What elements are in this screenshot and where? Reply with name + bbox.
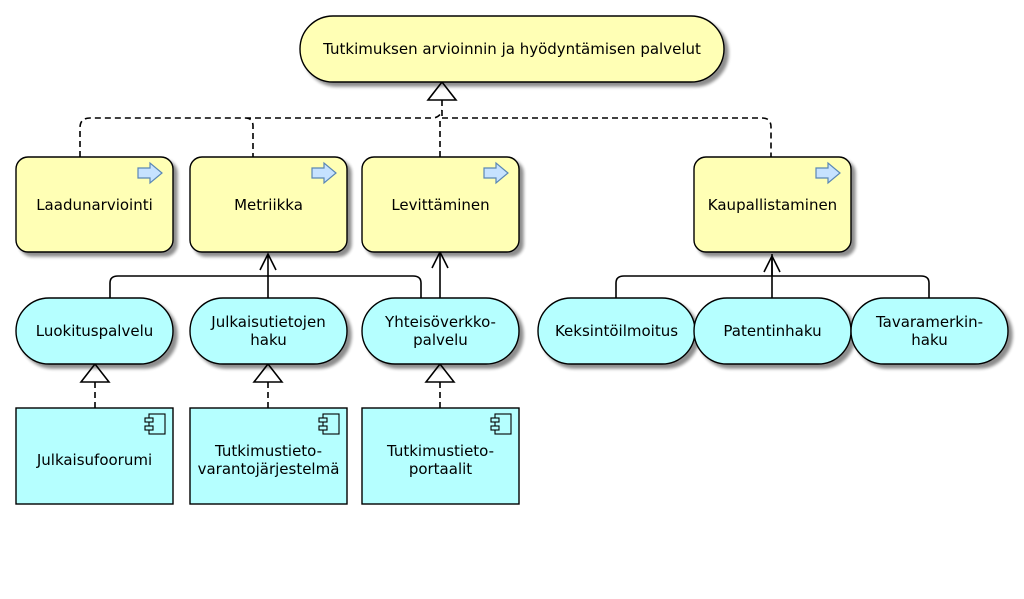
component-icon <box>318 413 340 435</box>
service-node-julkaisutietojen-haku <box>189 297 348 365</box>
component-node-julkaisufoorumi <box>15 407 174 505</box>
realization-line-processes <box>79 100 772 157</box>
process-arrow-icon <box>137 161 163 185</box>
realization-triangles <box>79 80 458 383</box>
process-icons <box>137 161 841 185</box>
realization-line-components <box>94 382 441 408</box>
serving-line-metriikka <box>109 275 422 298</box>
process-node-laadunarviointi <box>15 156 174 253</box>
triangle-julkaisutietojen <box>252 362 284 383</box>
component-node-portaalit <box>361 407 520 505</box>
service-node-patentinhaku <box>693 297 852 365</box>
process-arrow-icon <box>815 161 841 185</box>
process-arrow-icon <box>311 161 337 185</box>
service-nodes <box>15 297 1009 365</box>
process-node-kaupallistaminen <box>693 156 852 253</box>
serving-arrowhead-metriikka <box>259 252 277 276</box>
serving-arrowhead-kaupallistaminen <box>763 254 781 276</box>
process-arrow-icon <box>483 161 509 185</box>
serving-arrowheads <box>259 250 781 276</box>
process-node-levittaminen <box>361 156 520 253</box>
service-node-luokituspalvelu <box>15 297 174 365</box>
process-node-metriikka <box>189 156 348 253</box>
triangle-root <box>426 80 458 101</box>
component-node-varantojarjestelma <box>189 407 348 505</box>
component-nodes <box>15 407 520 505</box>
component-icons <box>144 413 512 435</box>
root-node <box>299 15 725 83</box>
component-icon <box>144 413 166 435</box>
process-nodes <box>15 156 852 253</box>
service-node-tavaramerkinhaku <box>850 297 1009 365</box>
component-icon <box>490 413 512 435</box>
triangle-yhteisoverkko <box>424 362 456 383</box>
service-node-yhteisoverkkopalvelu <box>361 297 520 365</box>
triangle-luokituspalvelu <box>79 362 111 383</box>
service-node-keksintoilmoitus <box>537 297 696 365</box>
